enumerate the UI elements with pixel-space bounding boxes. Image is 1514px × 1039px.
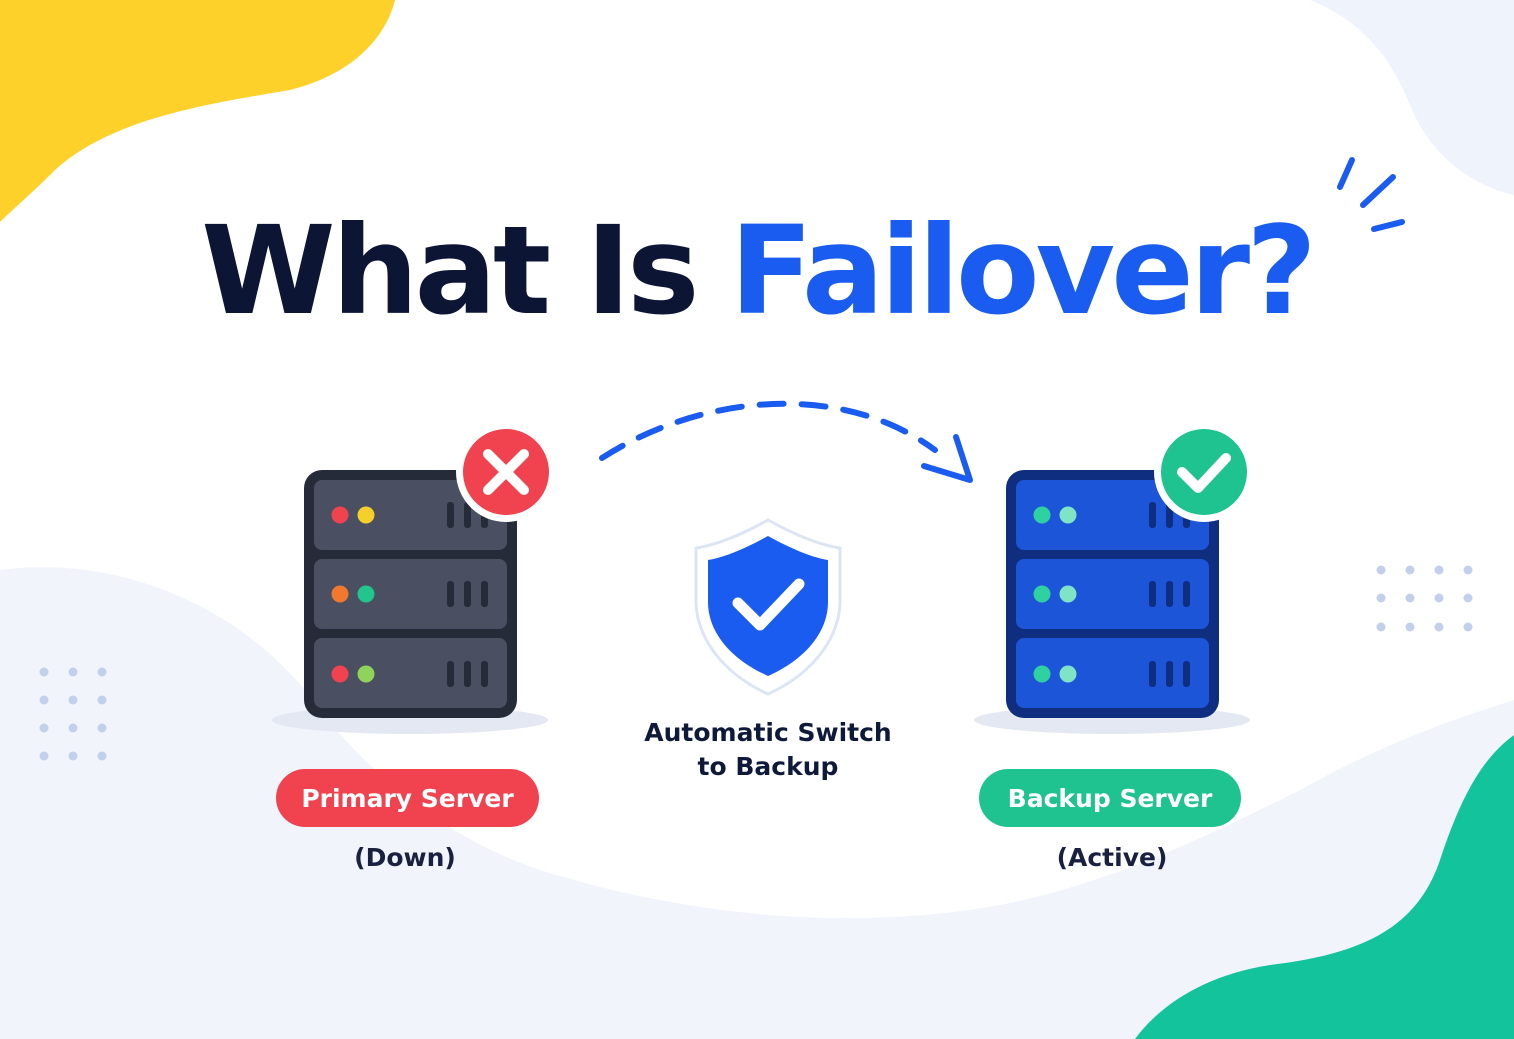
title-what-is: What Is (201, 200, 700, 342)
light-blob-top-right (1310, 0, 1514, 195)
checkmark-icon (1154, 422, 1254, 522)
primary-server-status: (Down) (354, 843, 456, 872)
primary-server-unit-3 (314, 638, 507, 708)
light-blob-left (0, 567, 1514, 1039)
yellow-blob (0, 0, 395, 222)
sparkle-lines (1337, 157, 1405, 232)
dot-grid-right (1376, 565, 1473, 632)
backup-server-label: Backup Server (979, 769, 1241, 827)
switch-caption: Automatic Switch to Backup (620, 716, 916, 784)
primary-server-unit-1 (314, 480, 507, 550)
arrow-head-icon (921, 434, 973, 483)
close-x-icon (456, 422, 556, 522)
page-title: What Is Failover? (0, 196, 1514, 346)
primary-server-label: Primary Server (276, 769, 539, 827)
dot-grid-left (39, 667, 107, 761)
teal-blob (1135, 735, 1514, 1039)
primary-server-unit-2 (314, 559, 507, 629)
backup-server-status: (Active) (1056, 843, 1168, 872)
switch-caption-line1: Automatic Switch (644, 718, 892, 747)
backup-server-unit-3 (1016, 638, 1209, 708)
backup-server-unit-2 (1016, 559, 1209, 629)
title-failover: Failover? (729, 200, 1317, 342)
dashed-arrow (599, 400, 973, 483)
switch-caption-line2: to Backup (697, 752, 839, 781)
